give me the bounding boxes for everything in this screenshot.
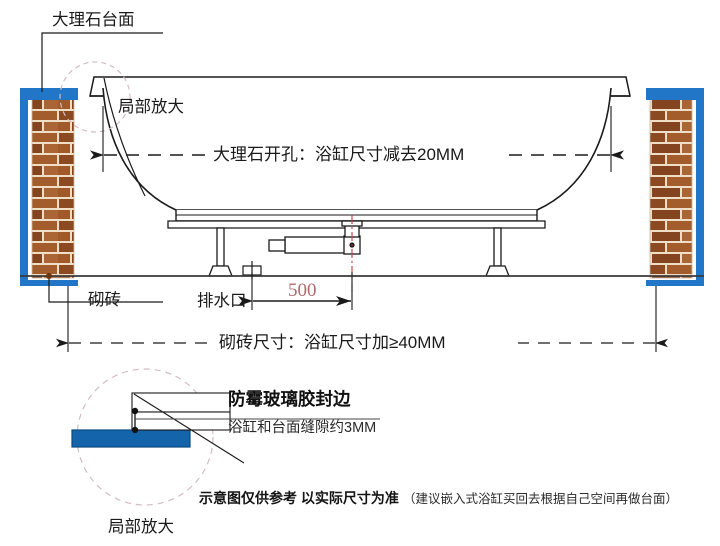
label-detail-top: 局部放大 (118, 98, 184, 116)
brickwork-leader (46, 273, 163, 303)
drain-pipe-assembly (268, 220, 363, 255)
label-brickwork: 砌砖 (88, 291, 121, 309)
label-sealant-title: 防霉玻璃胶封边 (228, 389, 351, 409)
top-detail-circle (59, 61, 131, 133)
brick-size-dimension (56, 286, 668, 352)
label-marble-opening: 大理石开孔：浴缸尺寸减去20MM (213, 145, 465, 164)
footer-bold-text: 示意图仅供参考 以实际尺寸为准 (199, 490, 399, 506)
label-marble-top: 大理石台面 (52, 11, 135, 29)
bottom-detail-content (71, 392, 380, 464)
right-brick-column (646, 88, 704, 286)
label-drain-outlet: 排水口 (197, 292, 247, 310)
footer-note-text: （建议嵌入式浴缸买回去根据自己空间再做台面） (403, 492, 679, 506)
label-brick-size: 砌砖尺寸：浴缸尺寸加≥40MM (219, 333, 446, 352)
bathtub-legs (208, 227, 510, 277)
left-brick-column (20, 88, 78, 286)
label-drain-distance: 500 (288, 280, 317, 301)
right-slab-cap (646, 92, 700, 100)
label-sealant-note: 浴缸和台面缝隙约3MM (228, 420, 377, 436)
drain-distance-dimension (238, 272, 353, 310)
marble-opening-dimension (90, 106, 624, 172)
marble-top-leader (41, 32, 163, 92)
bathtub-body (102, 87, 612, 229)
label-detail-bottom: 局部放大 (108, 518, 174, 536)
top-detail-leader (103, 77, 146, 197)
left-slab-cap (24, 92, 78, 100)
